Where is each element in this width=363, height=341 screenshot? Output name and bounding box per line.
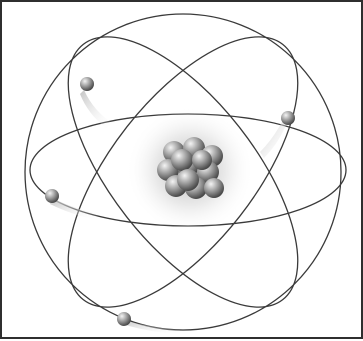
nucleus bbox=[157, 137, 224, 199]
electron bbox=[80, 77, 94, 91]
electron-trail bbox=[50, 198, 98, 220]
electron bbox=[281, 111, 295, 125]
electron bbox=[117, 312, 131, 326]
electron-trail bbox=[122, 320, 180, 334]
nucleon bbox=[177, 169, 199, 191]
nucleon bbox=[171, 149, 193, 171]
electron bbox=[45, 189, 59, 203]
nucleon bbox=[192, 150, 212, 170]
electron-trail bbox=[80, 90, 114, 128]
electron-trail bbox=[260, 118, 288, 158]
nucleon bbox=[204, 178, 224, 198]
